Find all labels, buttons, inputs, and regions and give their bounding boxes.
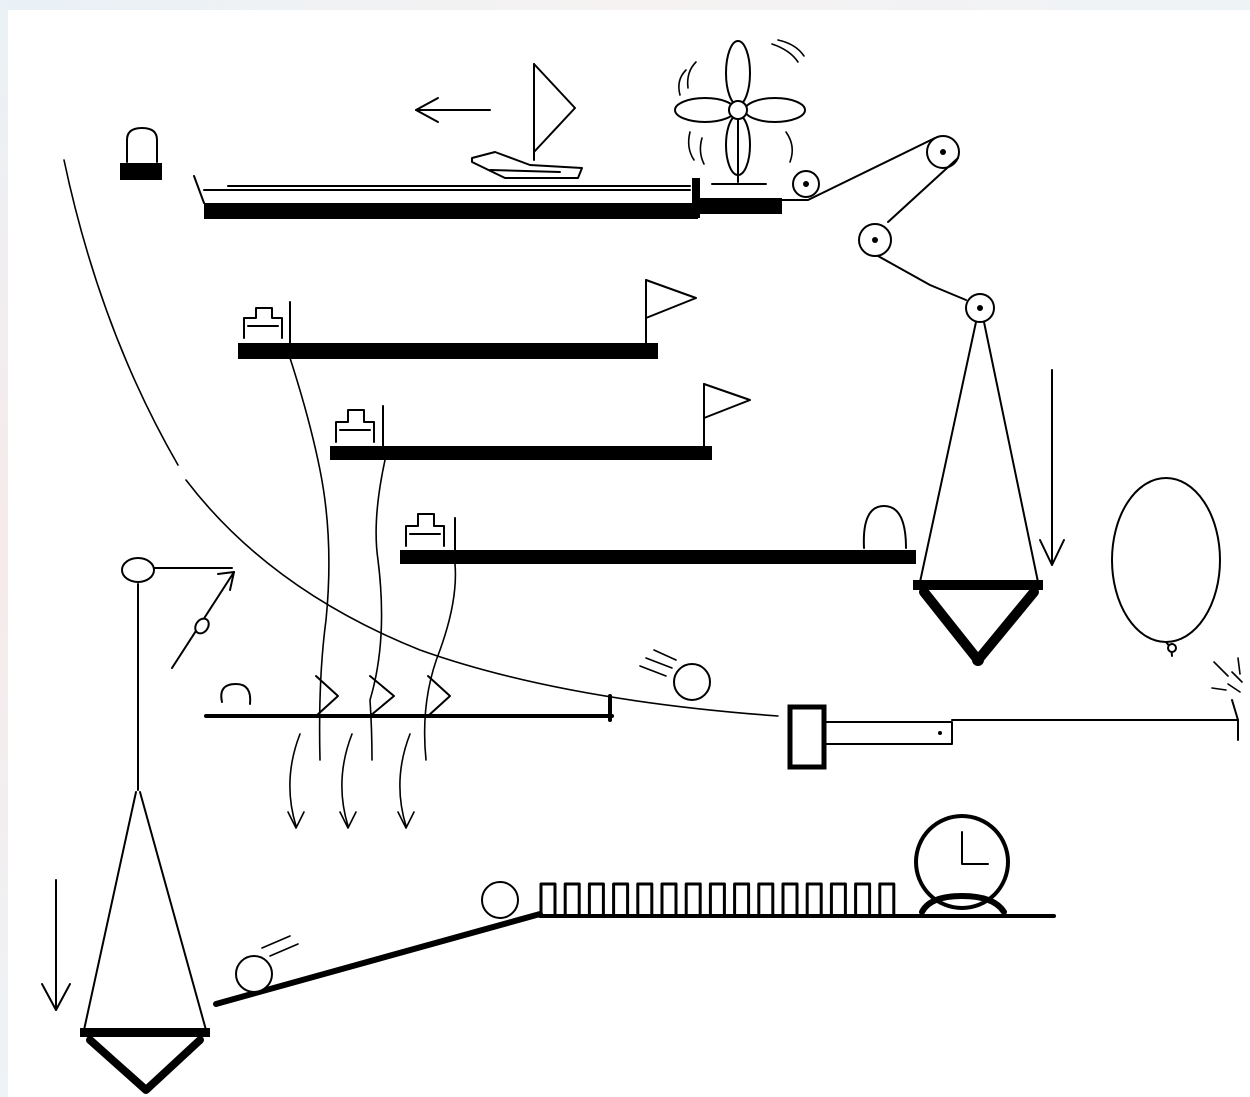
domino xyxy=(565,884,579,914)
pull-rod-left xyxy=(122,558,234,790)
rolling-ball-middle xyxy=(640,650,710,700)
domino xyxy=(735,884,749,914)
domino xyxy=(589,884,603,914)
weight-down-arrow-right xyxy=(1040,370,1064,565)
shelf-2 xyxy=(330,384,750,460)
trap-shelf xyxy=(206,684,612,720)
domino xyxy=(831,884,845,914)
weight-down-arrow-left xyxy=(42,880,70,1010)
shelf-1 xyxy=(238,280,696,359)
domino xyxy=(710,884,724,914)
start-bell-icon xyxy=(120,128,162,180)
domino xyxy=(662,884,676,914)
pulley-system xyxy=(782,136,994,322)
domino xyxy=(807,884,821,914)
fan-icon xyxy=(675,40,805,184)
water-tray xyxy=(194,176,782,219)
domino xyxy=(783,884,797,914)
domino xyxy=(880,884,894,914)
hanging-weight-left xyxy=(80,792,210,1090)
curved-ramp-line xyxy=(64,160,778,716)
balloon-icon xyxy=(1112,478,1220,656)
hammer-plunger xyxy=(790,700,1238,767)
domino xyxy=(614,884,628,914)
domino xyxy=(686,884,700,914)
drop-arrows xyxy=(288,734,414,828)
domino xyxy=(759,884,773,914)
sailboat-icon xyxy=(472,64,582,178)
spark-icon xyxy=(1212,658,1242,692)
hanging-weight-right xyxy=(913,322,1043,666)
ramp-bottom xyxy=(216,882,1054,1004)
domino xyxy=(638,884,652,914)
domino xyxy=(856,884,870,914)
domino-row xyxy=(541,884,894,914)
alarm-clock-icon xyxy=(916,816,1008,912)
shelf-3 xyxy=(400,506,916,564)
boat-direction-arrow xyxy=(416,98,490,122)
domino xyxy=(541,884,555,914)
